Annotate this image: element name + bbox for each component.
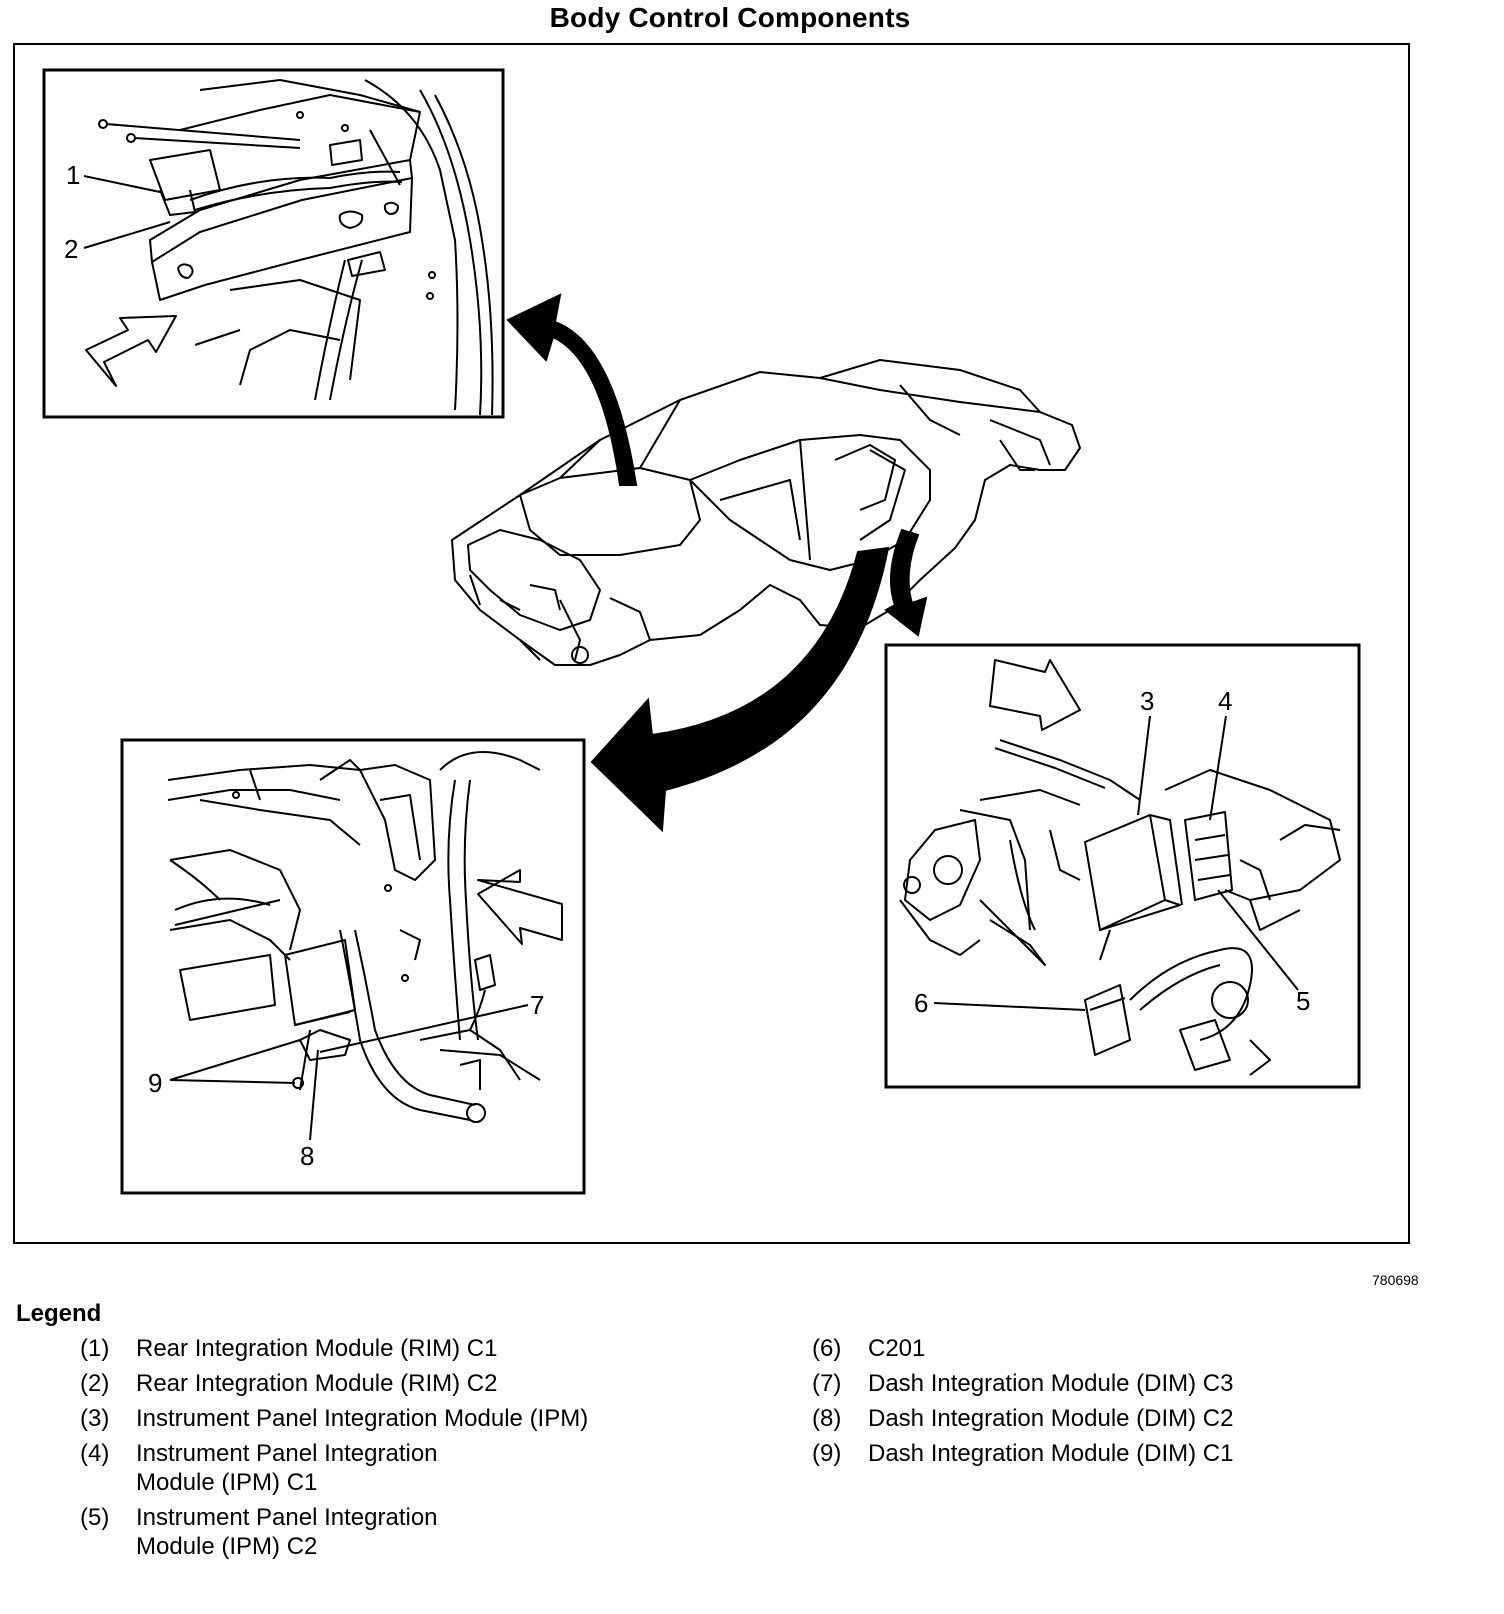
inset-rim-frame [42, 68, 505, 419]
inset-ipm-drawing [899, 659, 1341, 1076]
callout-7-leader [319, 1004, 529, 1053]
legend-number: (4) [80, 1440, 110, 1467]
outer-frame [13, 43, 1410, 1244]
legend-item: (4) Instrument Panel Integration Module … [80, 1439, 656, 1497]
legend-item: (3) Instrument Panel Integration Module … [80, 1404, 656, 1433]
callout-3: 3 [1140, 686, 1154, 716]
legend-number: (8) [812, 1405, 842, 1432]
legend-description: Rear Integration Module (RIM) C1 [136, 1335, 498, 1362]
callout-1-leader [83, 175, 161, 193]
legend-number: (3) [80, 1405, 110, 1432]
diagram-figure: 1 2 3 4 [13, 43, 1410, 1244]
legend-heading: Legend [16, 1300, 102, 1327]
callout-2-leader [83, 221, 171, 249]
legend-description: Instrument Panel Integration Module (IPM… [136, 1405, 589, 1432]
callout-9-leader-a [169, 1039, 301, 1081]
legend-column-left: (1) Rear Integration Module (RIM) C1 (2)… [80, 1334, 656, 1567]
legend-description: Dash Integration Module (DIM) C1 [868, 1440, 1234, 1467]
diagram-title: Body Control Components [549, 2, 911, 33]
arrow-to-rim-inset [506, 293, 638, 486]
callout-4: 4 [1218, 686, 1232, 716]
callout-5-leader [1217, 889, 1299, 991]
arrow-to-dim-inset [590, 546, 890, 833]
callout-5: 5 [1296, 986, 1310, 1016]
figure-id: 780698 [1372, 1272, 1419, 1288]
callout-9-leader-b [169, 1079, 296, 1084]
legend-item: (2) Rear Integration Module (RIM) C2 [80, 1369, 656, 1398]
inset-rim-drawing [85, 79, 494, 416]
arrow-to-ipm-inset [884, 528, 928, 637]
legend-description: Instrument Panel Integration Module (IPM… [136, 1440, 438, 1496]
legend-description: Rear Integration Module (RIM) C2 [136, 1370, 498, 1397]
callout-6: 6 [914, 988, 928, 1018]
callout-3-leader [1137, 715, 1151, 816]
callout-8-leader [309, 1049, 319, 1141]
legend-number: (7) [812, 1370, 842, 1397]
legend-description: Dash Integration Module (DIM) C3 [868, 1370, 1234, 1397]
callout-4-leader [1209, 715, 1227, 821]
legend-description: Dash Integration Module (DIM) C2 [868, 1405, 1234, 1432]
legend-item: (8) Dash Integration Module (DIM) C2 [812, 1404, 1388, 1433]
legend-column-right: (6) C201 (7) Dash Integration Module (DI… [812, 1334, 1388, 1474]
legend-description: C201 [868, 1335, 926, 1362]
car-body-shell [451, 359, 1081, 666]
inset-dim-drawing [167, 751, 563, 1123]
legend-item: (5) Instrument Panel Integration Module … [80, 1503, 656, 1561]
legend-item: (1) Rear Integration Module (RIM) C1 [80, 1334, 656, 1363]
callout-7: 7 [530, 990, 544, 1020]
callout-1: 1 [66, 160, 80, 190]
callout-6-leader [933, 1002, 1086, 1011]
callout-9: 9 [148, 1068, 162, 1098]
legend-number: (1) [80, 1335, 110, 1362]
callout-8: 8 [300, 1141, 314, 1171]
legend-item: (7) Dash Integration Module (DIM) C3 [812, 1369, 1388, 1398]
legend-number: (5) [80, 1504, 110, 1531]
legend-number: (9) [812, 1440, 842, 1467]
inset-dim-frame [120, 738, 586, 1195]
legend-description: Instrument Panel Integration Module (IPM… [136, 1504, 438, 1560]
legend-item: (6) C201 [812, 1334, 1388, 1363]
callout-2: 2 [64, 234, 78, 264]
inset-ipm-frame [884, 643, 1361, 1089]
legend-item: (9) Dash Integration Module (DIM) C1 [812, 1439, 1388, 1468]
legend-number: (6) [812, 1335, 842, 1362]
legend-number: (2) [80, 1370, 110, 1397]
